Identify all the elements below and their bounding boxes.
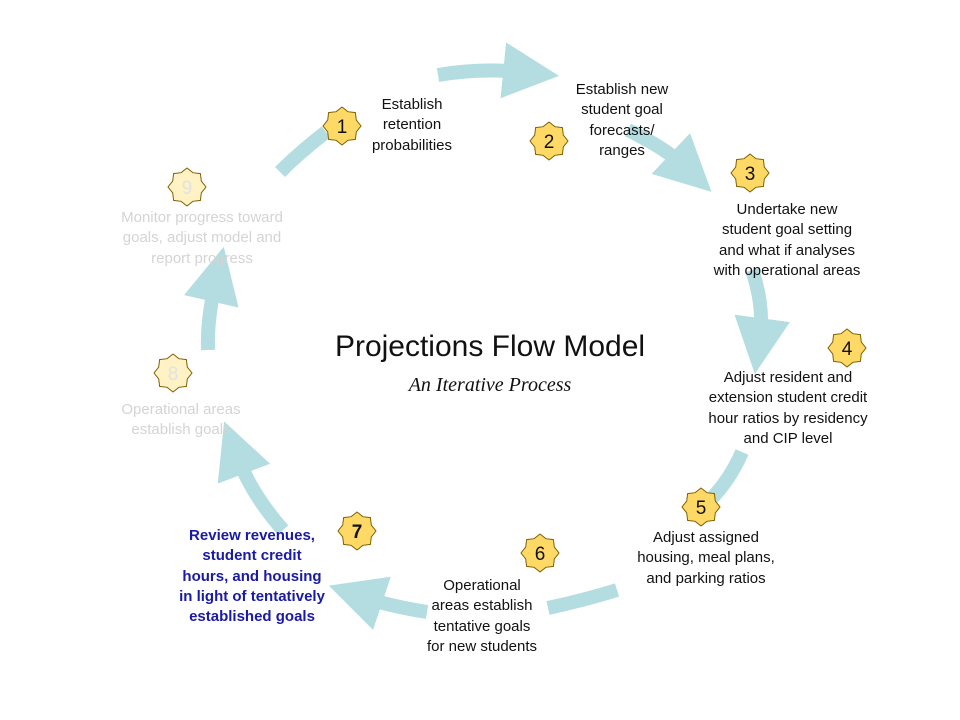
step-7-line: student credit — [202, 547, 302, 565]
step-3-number: 3 — [745, 164, 756, 185]
arrow-step3-to-step4 — [734, 267, 790, 374]
step-5-badge: 5 — [681, 487, 721, 527]
step-6-text: Operational areas establish tentative goal… — [402, 576, 562, 657]
step-4-line: extension student credit — [708, 389, 868, 407]
step-2-text: Establish new student goal forecasts/range… — [548, 80, 696, 161]
star-badge-shape — [337, 511, 377, 551]
step-5-line: Adjust assigned — [653, 529, 759, 546]
step-8-line: establish goals — [131, 421, 231, 439]
step-3-badge: 3 — [730, 153, 770, 193]
step-9-badge: 9 — [167, 167, 207, 207]
star-badge-shape — [322, 106, 362, 146]
star-badge-shape — [167, 167, 207, 207]
step-8-text: Operational areas establish goals — [96, 400, 266, 441]
step-9-text: Monitor progress toward goals, adjust mod… — [92, 208, 312, 269]
step-6-line: Operational — [443, 577, 521, 594]
arrow-step8-to-step9 — [183, 246, 239, 351]
step-6-line: for new students — [426, 637, 538, 655]
diagram-title: Projections Flow Model — [334, 330, 646, 363]
step-2-line: forecasts/ — [589, 121, 655, 139]
step-2-line: Establish new — [575, 81, 669, 98]
step-2-line: ranges — [599, 141, 645, 159]
step-2-number: 2 — [544, 132, 555, 153]
step-1-badge: 1 — [322, 106, 362, 146]
step-1-number: 1 — [337, 117, 348, 138]
step-1-line: Establish — [381, 96, 443, 113]
step-7-line: in light of tentatively — [179, 587, 325, 605]
step-5-line: and parking ratios — [646, 569, 766, 587]
step-1-line: probabilities — [371, 136, 453, 154]
arrow-step6-to-step7 — [328, 576, 429, 630]
step-4-line: and CIP level — [743, 429, 833, 447]
step-2-badge: 2 — [529, 121, 569, 161]
step-7-number: 7 — [352, 522, 363, 543]
star-badge-shape — [681, 487, 721, 527]
arrow-step1-to-step2 — [436, 42, 560, 99]
step-3-text: Undertake new student goal setting and wha… — [683, 200, 891, 281]
step-6-number: 6 — [535, 544, 546, 565]
step-3-line: student goal setting — [721, 221, 853, 239]
step-9-line: Monitor progress toward — [121, 209, 283, 226]
star-badge-shape — [529, 121, 569, 161]
step-8-number: 8 — [168, 364, 179, 385]
step-6-badge: 6 — [520, 533, 560, 573]
step-6-line: areas establish — [431, 597, 533, 615]
step-3-line: with operational areas — [713, 261, 861, 279]
step-9-line: report progress — [151, 249, 253, 267]
arrow-step9-to-step1 — [275, 126, 331, 177]
diagram-subtitle: An Iterative Process — [408, 374, 572, 396]
step-3-line: Undertake new — [736, 201, 838, 218]
step-7-text: Review revenues, student credit hours, and… — [152, 526, 352, 627]
step-4-line: hour ratios by residency — [708, 409, 868, 427]
step-4-number: 4 — [842, 339, 853, 360]
step-8-line: Operational areas — [121, 401, 241, 418]
step-4-text: Adjust resident and extension student cre… — [672, 368, 904, 449]
step-9-number: 9 — [182, 178, 193, 199]
step-4-badge: 4 — [827, 328, 867, 368]
star-badge-shape — [827, 328, 867, 368]
arrow-step5-to-step6 — [546, 583, 620, 615]
step-7-line: Review revenues, — [189, 527, 315, 544]
star-badge-shape — [153, 353, 193, 393]
step-1-line: retention — [382, 116, 442, 134]
step-3-line: and what if analyses — [719, 241, 855, 259]
step-4-line: Adjust resident and — [723, 369, 853, 386]
step-8-badge: 8 — [153, 353, 193, 393]
step-6-line: tentative goals — [433, 617, 531, 635]
step-9-line: goals, adjust model and — [122, 229, 282, 247]
step-1-text: Establish retention probabilities — [350, 95, 474, 156]
star-badge-shape — [520, 533, 560, 573]
star-badge-shape — [730, 153, 770, 193]
arrow-step7-to-step8 — [217, 421, 289, 535]
step-5-number: 5 — [696, 498, 707, 519]
step-7-badge: 7 — [337, 511, 377, 551]
step-5-line: housing, meal plans, — [637, 549, 775, 567]
step-2-line: student goal — [581, 101, 663, 119]
arrow-step2-to-step3 — [624, 123, 712, 192]
step-7-line: established goals — [189, 608, 315, 625]
step-7-line: hours, and housing — [182, 567, 322, 585]
step-5-text: Adjust assigned housing, meal plans, and p… — [608, 528, 804, 589]
